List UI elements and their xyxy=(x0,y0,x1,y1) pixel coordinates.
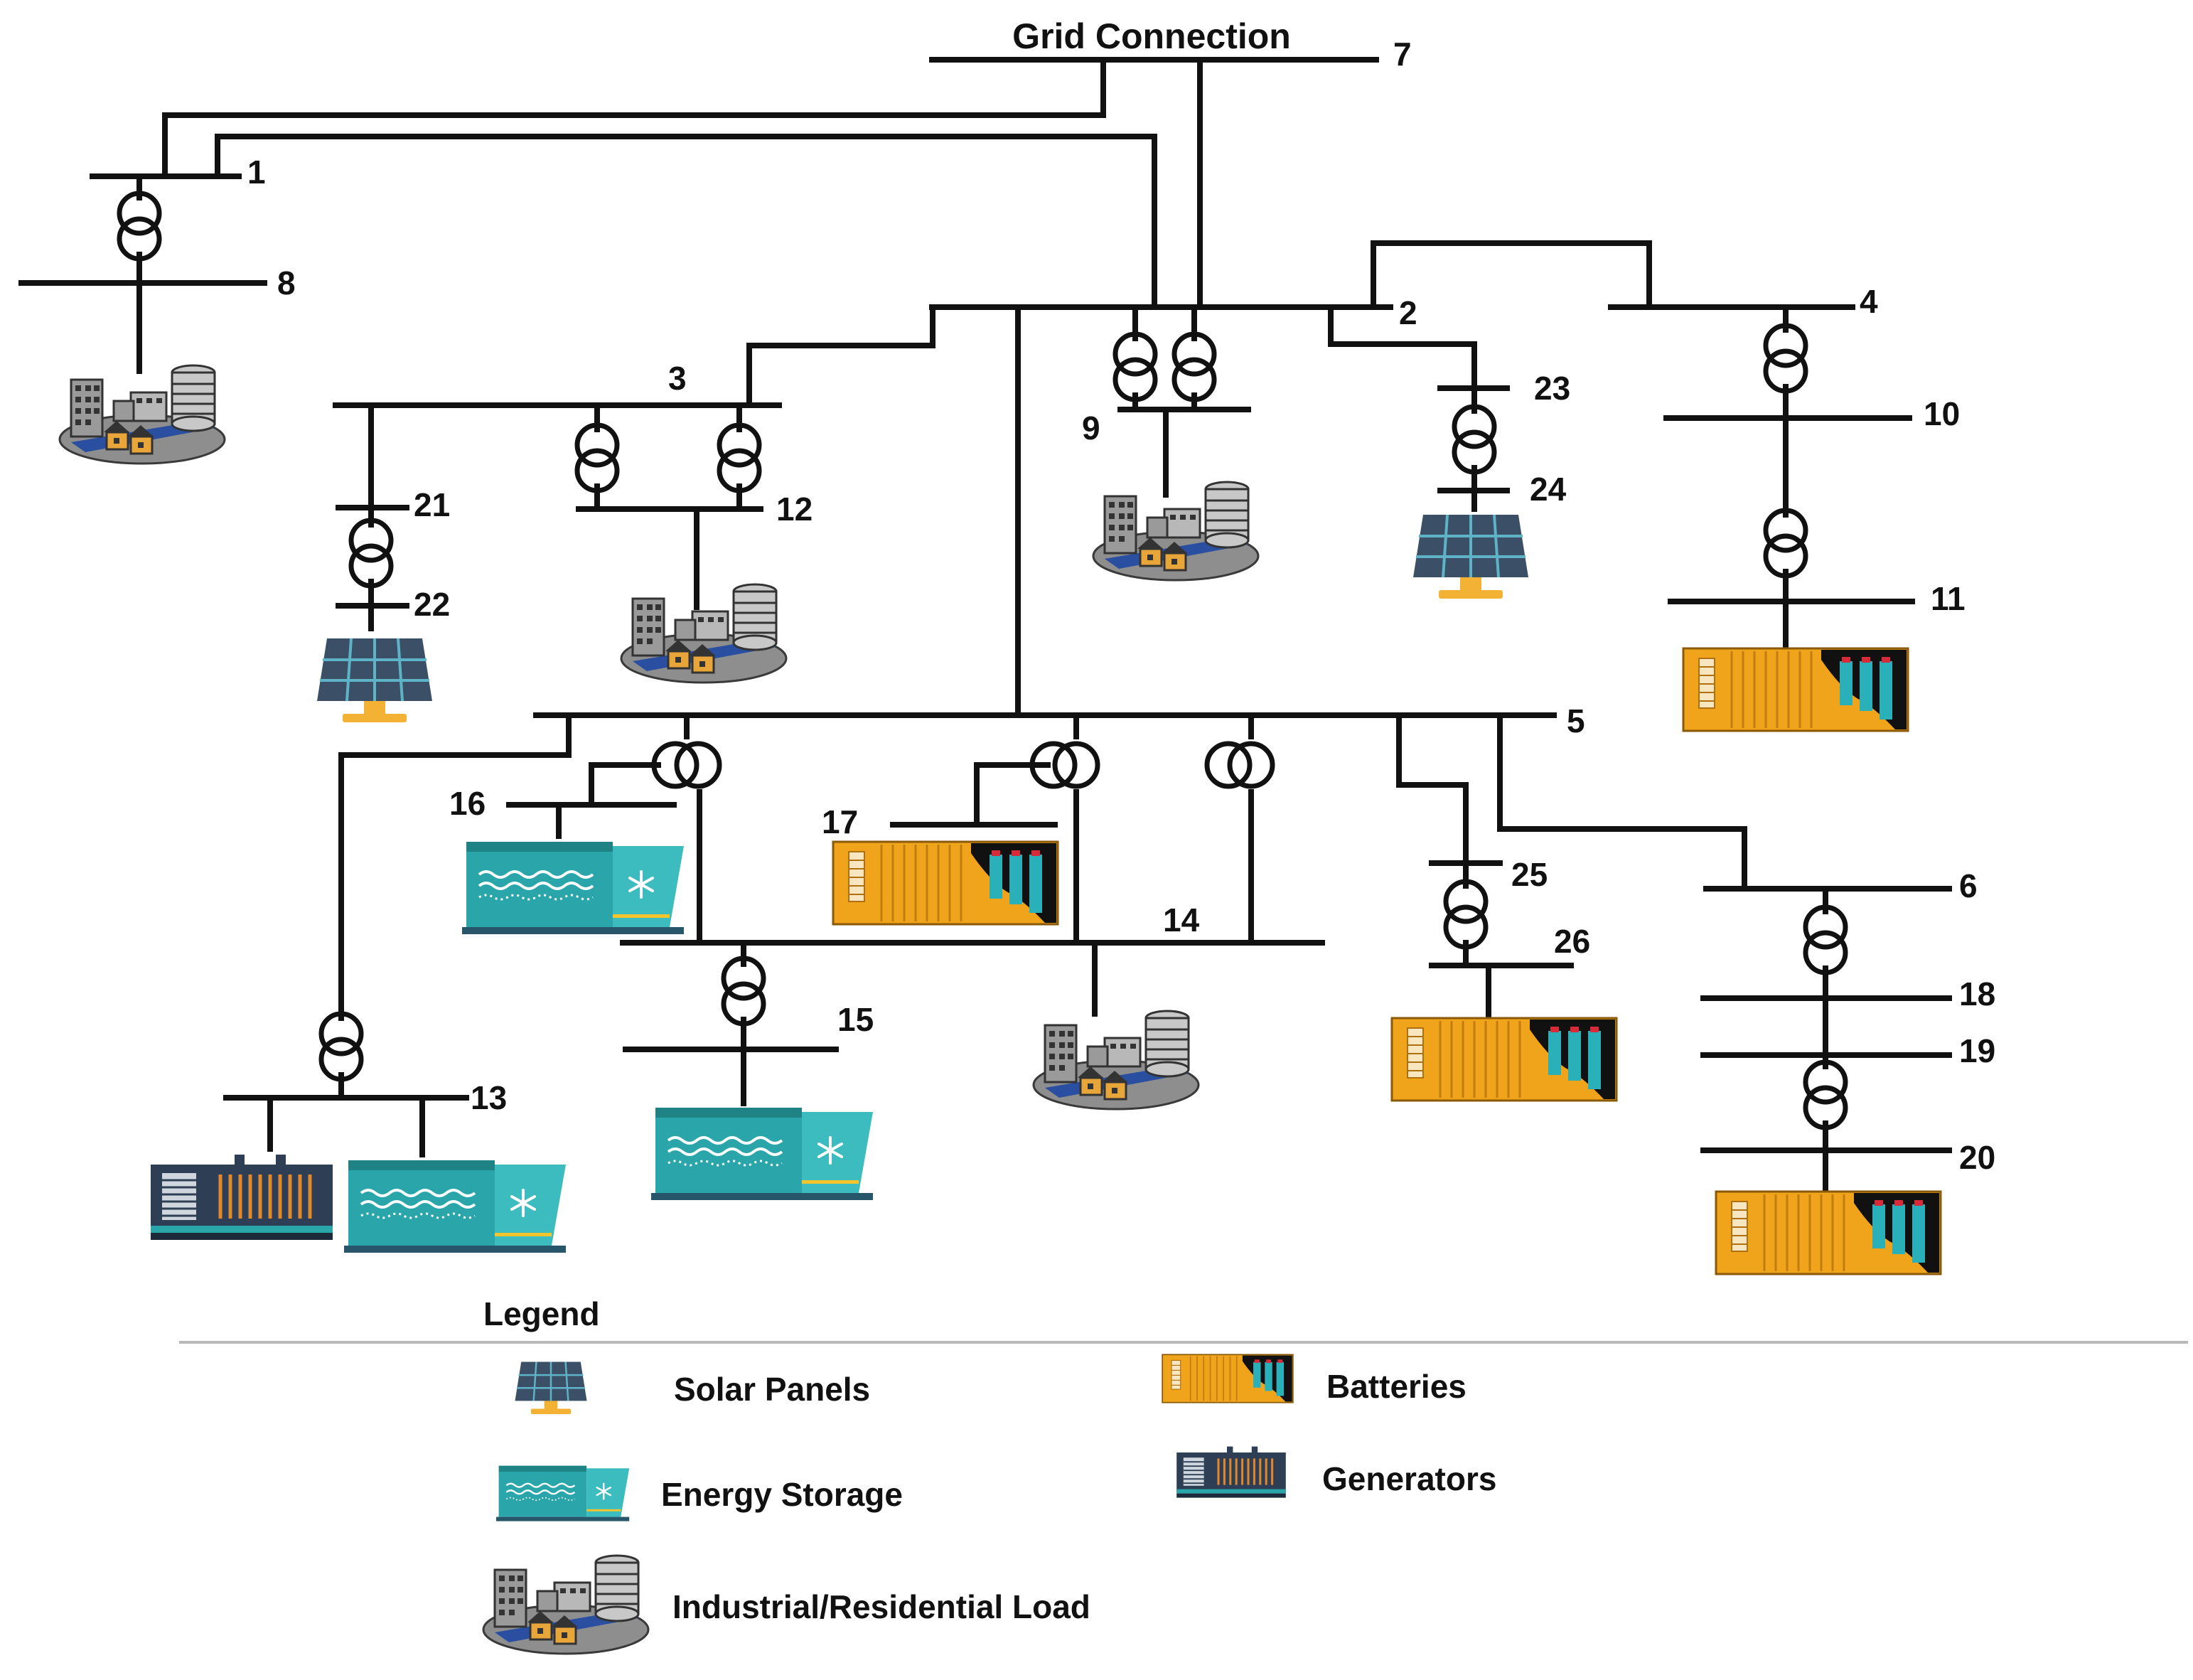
legend-label-solar: Solar Panels xyxy=(674,1371,870,1408)
transformer-icon xyxy=(117,191,162,262)
transformer-icon xyxy=(1803,904,1848,975)
transformers xyxy=(117,191,1848,1130)
transformer-icon xyxy=(318,1011,364,1082)
legend: Legend Solar Panels Energy Storage Indus… xyxy=(179,1295,2188,1655)
legend-title: Legend xyxy=(483,1295,600,1332)
transformer-icon xyxy=(1452,404,1497,475)
transformer-icon xyxy=(348,518,394,589)
transformer-icon xyxy=(1763,508,1808,579)
bus-label: 26 xyxy=(1554,923,1590,960)
transformer-icon xyxy=(721,956,766,1027)
battery-icon xyxy=(832,840,1059,926)
bus-label: 9 xyxy=(1082,410,1100,446)
bus-label: 23 xyxy=(1534,370,1570,407)
bus-label: 11 xyxy=(1931,580,1966,617)
bus-label: 14 xyxy=(1163,901,1200,938)
solar-panel-icon xyxy=(1412,513,1530,600)
load-icon xyxy=(1092,481,1260,582)
energy-storage-icon xyxy=(496,1465,631,1522)
feeder-lines xyxy=(136,60,1828,1192)
bus-label: 19 xyxy=(1959,1032,1995,1069)
bus-label: 22 xyxy=(414,586,450,623)
transformer-icon xyxy=(1204,741,1275,789)
diagram-title: Grid Connection xyxy=(1012,16,1291,56)
energy-storage-icon xyxy=(462,840,685,936)
bus-label: 20 xyxy=(1959,1139,1995,1176)
bus-label: 18 xyxy=(1959,975,1995,1012)
industrial-residential-load-icon xyxy=(482,1554,650,1655)
legend-label-load: Industrial/Residential Load xyxy=(672,1588,1090,1625)
solar-panel-icon xyxy=(514,1361,588,1416)
load-icon xyxy=(620,583,788,684)
transformer-icon xyxy=(574,422,620,493)
battery-icon xyxy=(1715,1190,1942,1275)
legend-label-storage: Energy Storage xyxy=(661,1476,903,1513)
load-icon xyxy=(1032,1010,1200,1111)
transformer-icon xyxy=(1803,1059,1848,1130)
battery-icon xyxy=(1682,647,1909,732)
transformer-icon xyxy=(717,422,762,493)
energy-storage-icon xyxy=(651,1106,874,1202)
bus-label: 17 xyxy=(822,803,858,840)
solar-panel-icon xyxy=(316,637,434,724)
bus-label: 7 xyxy=(1393,36,1412,73)
bus-label: 10 xyxy=(1924,395,1960,432)
bus-label: 5 xyxy=(1567,702,1585,739)
legend-label-generator: Generators xyxy=(1322,1460,1496,1497)
bus-label: 13 xyxy=(471,1079,507,1116)
transformer-icon xyxy=(1763,323,1808,394)
bus-label: 21 xyxy=(414,486,450,523)
legend-label-battery: Batteries xyxy=(1326,1368,1467,1405)
bus-label: 16 xyxy=(449,785,486,822)
load-icon xyxy=(58,364,226,465)
generator-icon xyxy=(1176,1445,1287,1499)
bus-labels: 1 2 3 4 5 6 7 8 9 10 11 12 13 14 15 16 1… xyxy=(247,36,1995,1176)
transformer-icon xyxy=(1029,741,1100,789)
bus-label: 25 xyxy=(1511,856,1548,893)
bus-label: 15 xyxy=(837,1001,874,1038)
bus-label: 6 xyxy=(1959,867,1978,904)
bus-label: 24 xyxy=(1530,471,1567,508)
bus-label: 2 xyxy=(1399,294,1417,331)
energy-storage-icon xyxy=(344,1159,567,1254)
bus-label: 8 xyxy=(277,264,296,301)
transformer-icon xyxy=(1443,879,1489,950)
battery-icon xyxy=(1390,1017,1618,1102)
bus-label: 4 xyxy=(1860,283,1878,320)
generator-icon xyxy=(151,1155,333,1240)
transformer-icon xyxy=(651,741,722,789)
bus-label: 3 xyxy=(668,360,687,397)
transformer-icon xyxy=(1171,331,1217,402)
transformer-icon xyxy=(1112,331,1158,402)
battery-icon xyxy=(1162,1354,1294,1403)
bus-label: 12 xyxy=(776,491,813,528)
bus-bars xyxy=(18,57,1952,1153)
bus-label: 1 xyxy=(247,154,266,191)
